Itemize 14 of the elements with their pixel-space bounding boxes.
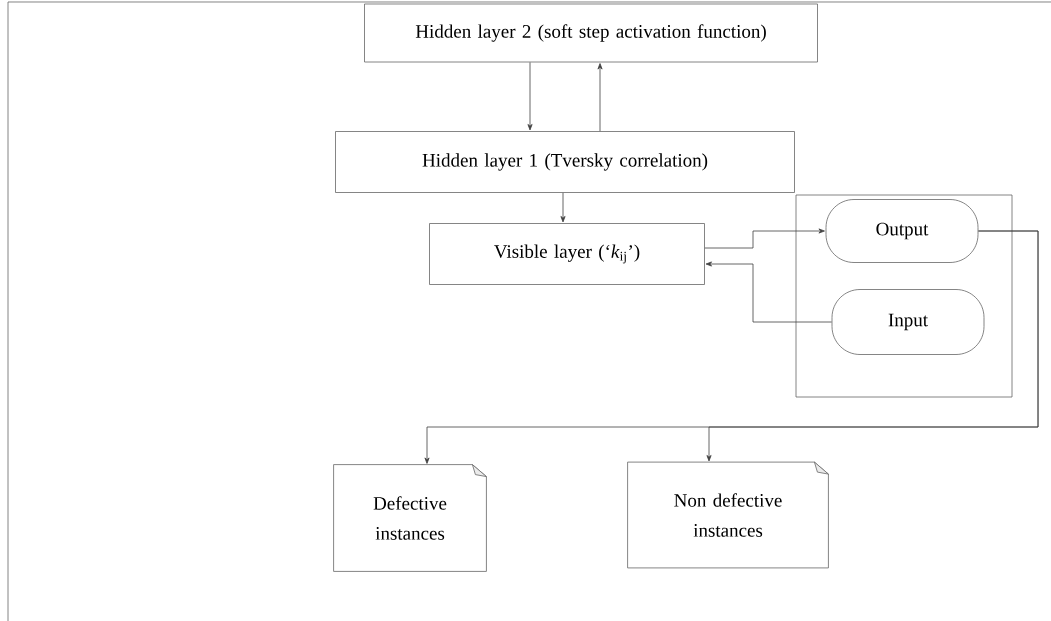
arrow bbox=[705, 261, 832, 323]
document-box: Defective instances bbox=[333, 464, 487, 572]
container-box bbox=[795, 194, 1013, 398]
arrow bbox=[704, 228, 825, 249]
layer-box: Hidden layer 1 (Tversky correlation) bbox=[335, 131, 795, 193]
arrow bbox=[706, 230, 1039, 462]
rounded-box: Output bbox=[825, 199, 979, 263]
arrow bbox=[597, 63, 603, 132]
layer-box: Visible layer (‘k$_{ij}$’) bbox=[429, 223, 705, 285]
document-box: Non defective instances bbox=[627, 461, 829, 569]
arrow bbox=[560, 192, 566, 223]
rounded-box: Input bbox=[831, 289, 985, 355]
layer-box: Hidden layer 2 (soft step activation function) bbox=[364, 3, 818, 63]
arrow bbox=[527, 62, 533, 131]
